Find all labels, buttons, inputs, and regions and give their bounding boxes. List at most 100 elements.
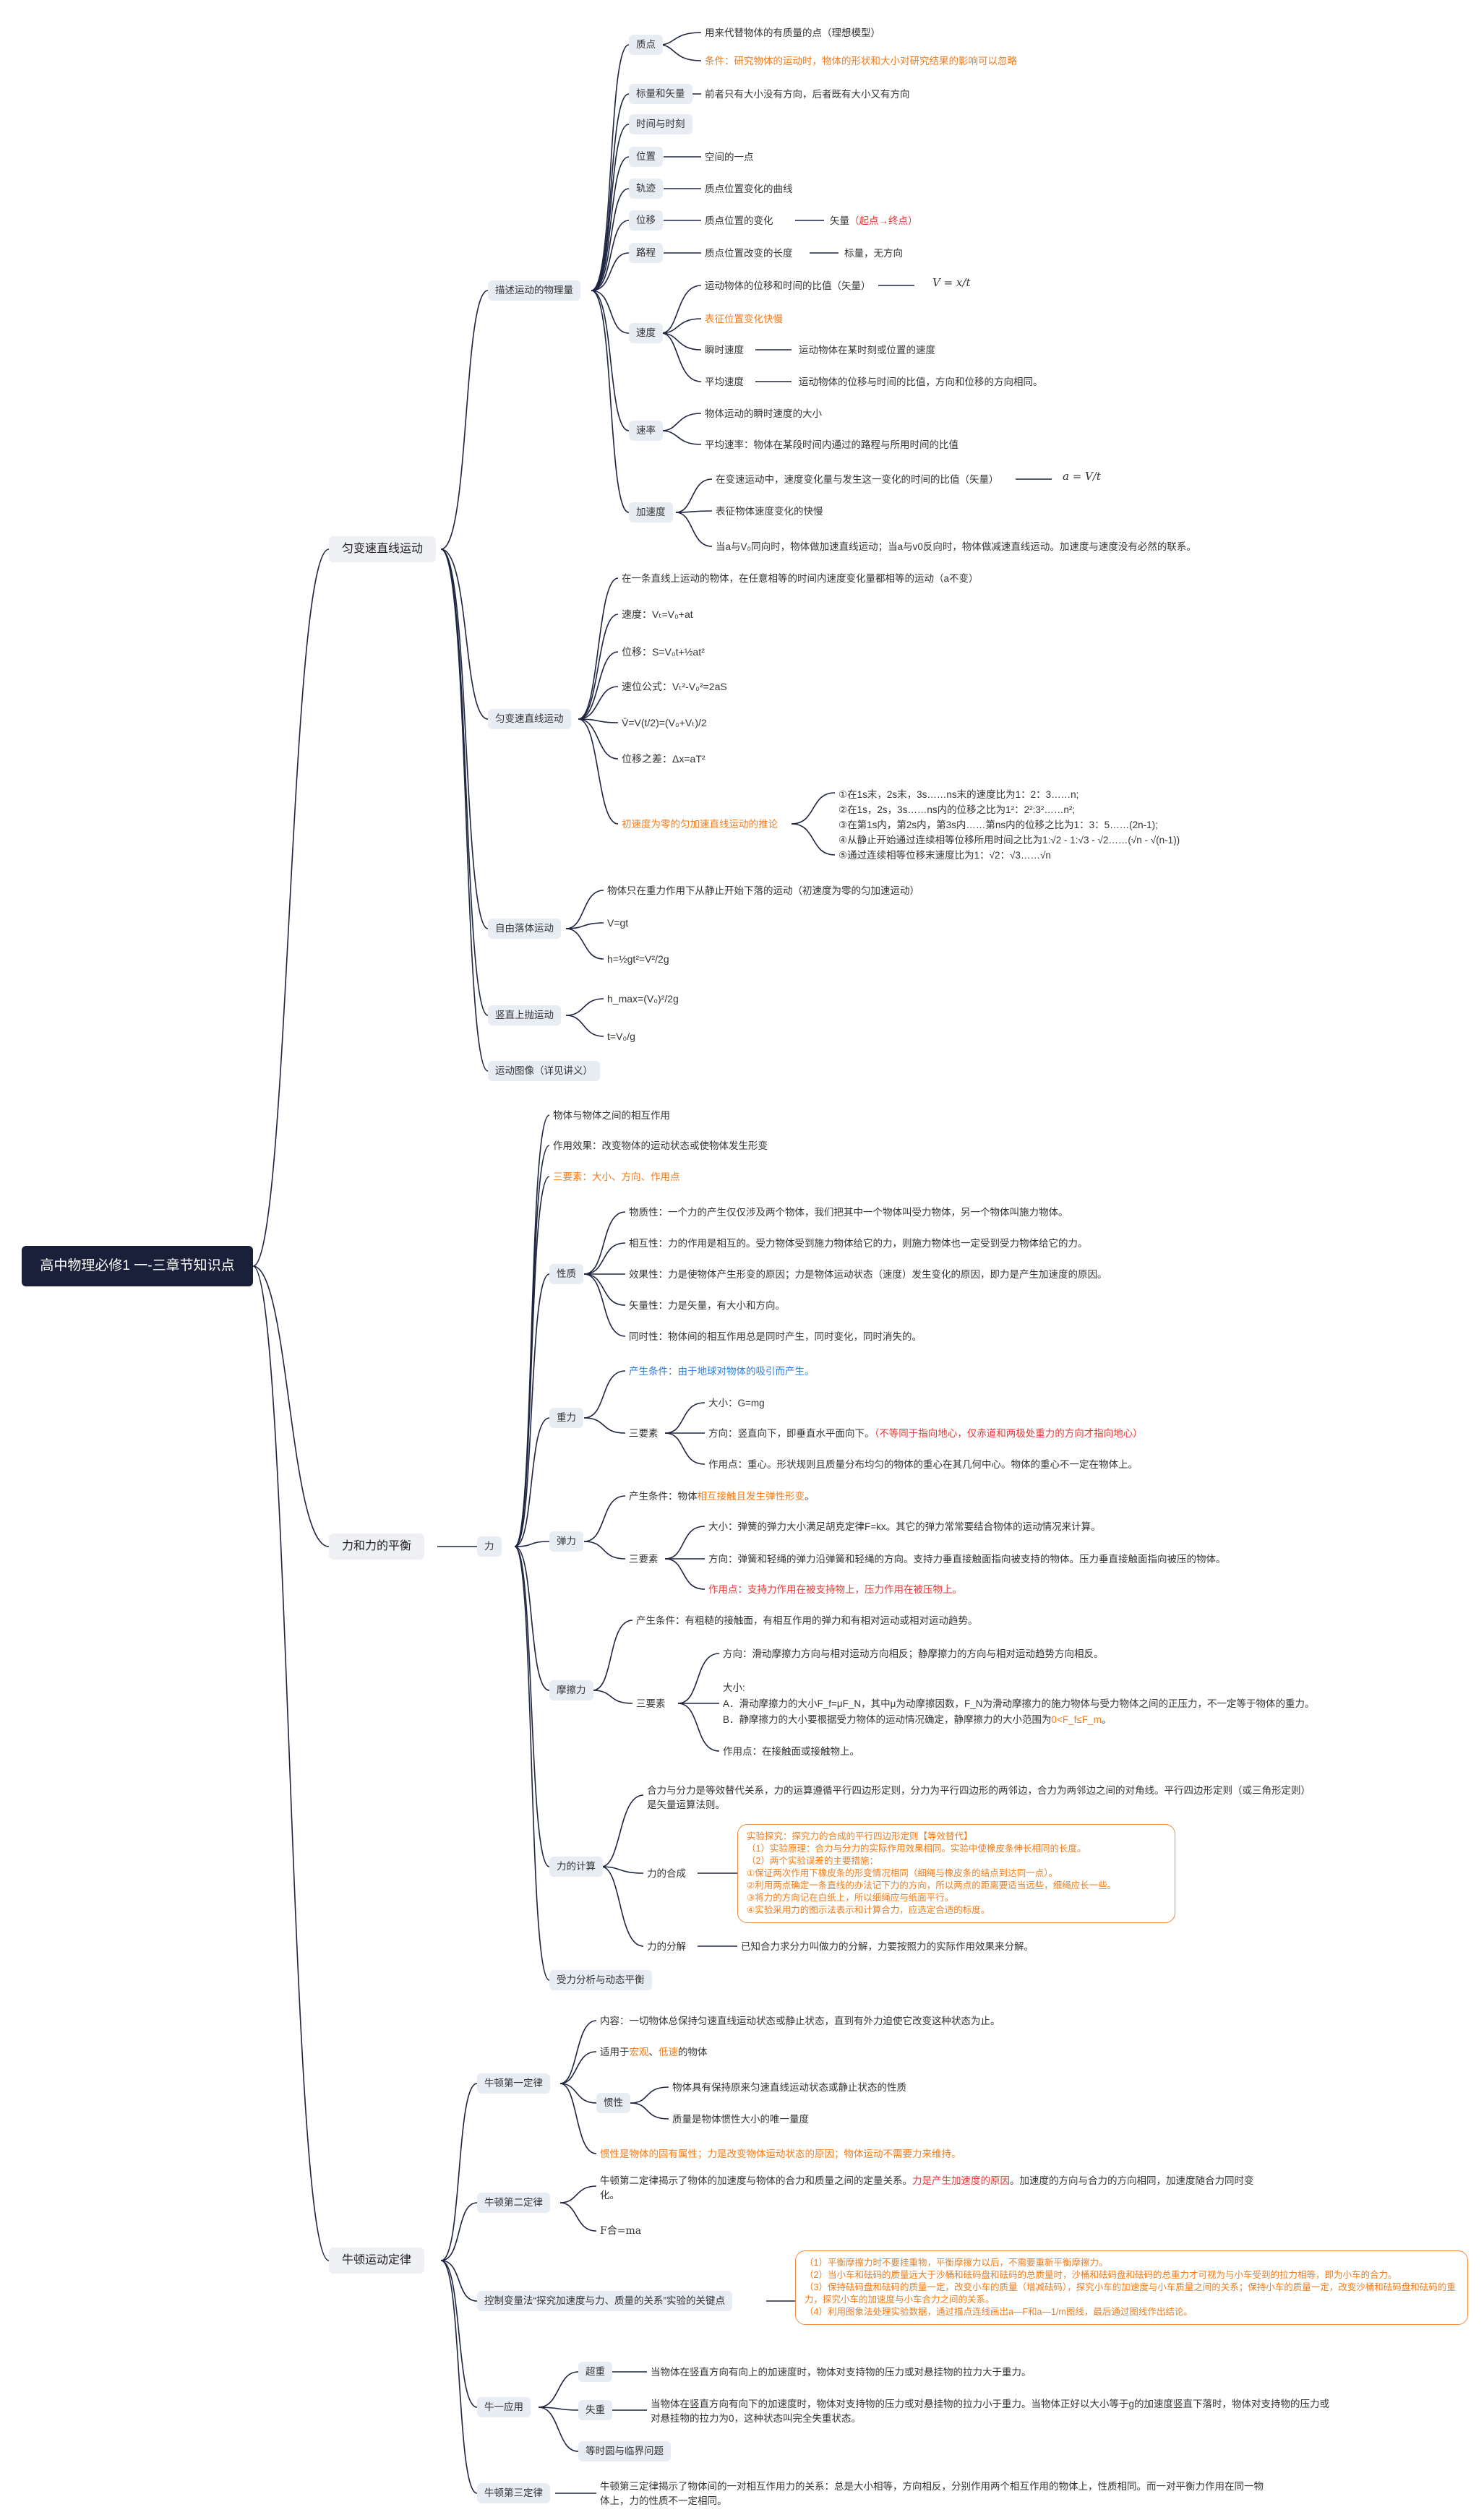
elastic-point: 作用点：支持力作用在被支持物上，压力作用在被压物上。	[708, 1584, 962, 1595]
node-force-analysis[interactable]: 受力分析与动态平衡	[549, 1970, 652, 1990]
node-scalar-vector[interactable]: 标量和矢量	[629, 84, 692, 104]
topic-uniform-linear[interactable]: 匀变速直线运动	[488, 709, 571, 729]
control-point-2: （2）当小车和砝码的质量远大于沙桶和砝码盘和砝码的总质量时，沙桶和砝码盘和砝码的…	[805, 2270, 1397, 2280]
weightless-text: 当物体在竖直方向有向下的加速度时，物体对支持物的压力或对悬挂物的拉力小于重力。当…	[651, 2399, 1330, 2424]
node-force-calculation[interactable]: 力的计算	[549, 1857, 603, 1877]
composition-measure-4: ④实验采用力的图示法表示和计算合力，应选定合适的标度。	[747, 1905, 990, 1915]
vertical-throw-max-height: h_max=(V₀)²/2g	[607, 993, 679, 1005]
zero-rule-3: ③在第1s内，第2s内，第3s内……第ns内的位移之比为1：3：5……(2n-1…	[838, 820, 1158, 830]
composition-experiment-title: 实验探究：探究力的合成的平行四边形定则【等效替代】	[747, 1831, 973, 1841]
chapter-newton-laws[interactable]: 牛顿运动定律	[329, 2248, 425, 2274]
node-particle[interactable]: 质点	[629, 35, 663, 55]
topic-motion-graphs[interactable]: 运动图像（详见讲义）	[488, 1061, 600, 1081]
chapter-uniform-motion[interactable]: 匀变速直线运动	[329, 536, 437, 562]
force-composition-label: 力的合成	[647, 1868, 686, 1879]
node-isochronous-circle[interactable]: 等时圆与临界问题	[578, 2441, 671, 2461]
friction-point: 作用点：在接触面或接触物上。	[723, 1746, 859, 1757]
first-law-applicable: 适用于宏观、低速的物体	[600, 2047, 708, 2057]
nature-material: 物质性：一个力的产生仅仅涉及两个物体，我们把其中一个物体叫受力物体，另一个物体叫…	[629, 1207, 1068, 1218]
node-newton-second-law[interactable]: 牛顿第二定律	[477, 2193, 550, 2213]
uniform-displacement-difference: 位移之差：Δx=aT²	[622, 753, 705, 765]
node-speed[interactable]: 速率	[629, 421, 663, 441]
node-position[interactable]: 位置	[629, 147, 663, 167]
node-newton-third-law[interactable]: 牛顿第三定律	[477, 2483, 550, 2503]
zero-rule-4: ④从静止开始通过连续相等位移所用时间之比为1:√2 - 1:√3 - √2……(…	[838, 835, 1180, 846]
node-newton-application[interactable]: 牛一应用	[477, 2397, 531, 2417]
node-gravity[interactable]: 重力	[549, 1408, 583, 1428]
node-acceleration[interactable]: 加速度	[629, 502, 673, 523]
nature-simultaneous: 同时性：物体间的相互作用总是同时产生，同时变化，同时消失的。	[629, 1331, 922, 1342]
node-weightless[interactable]: 失重	[578, 2400, 612, 2420]
path-scalar: 标量，无方向	[844, 248, 903, 259]
zero-initial-velocity-label: 初速度为零的匀加速直线运动的推论	[622, 819, 778, 830]
force-decomposition-text: 已知合力求分力叫做力的分解，力要按照力的实际作用效果来分解。	[741, 1941, 1034, 1952]
node-velocity[interactable]: 速度	[629, 323, 663, 343]
elastic-direction: 方向：弹簧和轻绳的弹力沿弹簧和轻绳的方向。支持力垂直接触面指向被支持的物体。压力…	[708, 1554, 1226, 1565]
node-path[interactable]: 路程	[629, 243, 663, 263]
particle-definition: 用来代替物体的有质量的点（理想模型）	[705, 27, 880, 38]
first-law-content: 内容：一切物体总保持匀速直线运动状态或静止状态，直到有外力迫使它改变这种状态为止…	[600, 2016, 1000, 2026]
node-control-variable-experiment[interactable]: 控制变量法“探究加速度与力、质量的关系”实验的关键点	[477, 2291, 732, 2311]
control-point-4: （4）利用图象法处理实验数据，通过描点连线画出a—F和a—1/m图线，最后通过图…	[805, 2307, 1193, 2317]
inertia-definition: 物体具有保持原来匀速直线运动状态或静止状态的性质	[672, 2082, 906, 2093]
velocity-formula: V = x/t	[932, 276, 971, 289]
force-definition: 物体与物体之间的相互作用	[553, 1110, 670, 1121]
velocity-average-label: 平均速度	[705, 377, 744, 387]
composition-measure-3: ③将力的方向记在白纸上，所以细绳应与纸面平行。	[747, 1893, 954, 1903]
vertical-throw-time: t=V₀/g	[607, 1031, 635, 1042]
velocity-instant-text: 运动物体在某时刻或位置的速度	[799, 345, 935, 356]
node-displacement[interactable]: 位移	[629, 210, 663, 231]
nature-effect: 效果性：力是使物体产生形变的原因；力是物体运动状态（速度）发生变化的原因，即力是…	[629, 1269, 1107, 1280]
scalar-vector-text: 前者只有大小没有方向，后者既有大小又有方向	[705, 89, 910, 100]
node-track[interactable]: 轨迹	[629, 179, 663, 199]
zero-rule-1: ①在1s末，2s末，3s……ns末的速度比为1：2：3……n;	[838, 789, 1079, 800]
node-friction[interactable]: 摩擦力	[549, 1680, 593, 1700]
node-overweight[interactable]: 超重	[578, 2362, 612, 2382]
zero-rule-2: ②在1s，2s，3s……ns内的位移之比为1²：2²:3²……n²;	[838, 804, 1076, 815]
speed-text-1: 物体运动的瞬时速度的大小	[705, 408, 822, 419]
velocity-instant-label: 瞬时速度	[705, 345, 744, 356]
node-force[interactable]: 力	[477, 1536, 502, 1557]
friction-size: 大小: A．滑动摩擦力的大小F_f=μF_N，其中μ为动摩擦因数，F_N为滑动摩…	[723, 1680, 1314, 1728]
gravity-three-elements: 三要素	[629, 1428, 659, 1439]
mindmap-root[interactable]: 高中物理必修1 一-三章节知识点	[22, 1246, 253, 1286]
gravity-point: 作用点：重心。形状规则且质量分布均匀的物体的重心在其几何中心。物体的重心不一定在…	[708, 1459, 1138, 1470]
position-text: 空间的一点	[705, 152, 754, 163]
acceleration-note: 当a与V₀同向时，物体做加速直线运动；当a与v0反向时，物体做减速直线运动。加速…	[716, 541, 1196, 552]
displacement-text: 质点位置的变化	[705, 215, 773, 226]
topic-free-fall[interactable]: 自由落体运动	[488, 919, 561, 939]
node-newton-first-law[interactable]: 牛顿第一定律	[477, 2073, 550, 2094]
node-force-nature[interactable]: 性质	[549, 1264, 583, 1284]
composition-measure-2: ②利用两点确定一条直线的办法记下力的方向，所以两点的距离要适当远些，细绳应长一些…	[747, 1880, 1117, 1891]
force-effect: 作用效果：改变物体的运动状态或使物体发生形变	[553, 1140, 768, 1151]
node-inertia[interactable]: 惯性	[596, 2093, 630, 2113]
force-calc-description: 合力与分力是等效替代关系，力的运算遵循平行四边形定则，分力为平行四边形的两邻边，…	[647, 1785, 1311, 1810]
inertia-measure: 质量是物体惯性大小的唯一量度	[672, 2114, 809, 2125]
uniform-velocity-displacement-formula: 速位公式：Vₜ²-V₀²=2aS	[622, 681, 727, 692]
gravity-cause: 产生条件：由于地球对物体的吸引而产生。	[629, 1366, 815, 1377]
third-law-text: 牛顿第三定律揭示了物体间的一对相互作用力的关系：总是大小相等，方向相反，分别作用…	[600, 2481, 1264, 2506]
velocity-definition: 运动物体的位移和时间的比值（矢量）	[705, 280, 871, 291]
displacement-vector: 矢量（起点→终点）	[830, 215, 918, 226]
topic-vertical-throw[interactable]: 竖直上抛运动	[488, 1005, 561, 1025]
path-text: 质点位置改变的长度	[705, 248, 793, 259]
zero-initial-velocity-rules: ①在1s末，2s末，3s……ns末的速度比为1：2：3……n; ②在1s，2s，…	[838, 787, 1180, 863]
particle-condition: 条件：研究物体的运动时，物体的形状和大小对研究结果的影响可以忽略	[705, 56, 1017, 66]
second-law-formula: F合=ma	[600, 2225, 642, 2237]
velocity-role: 表征位置变化快慢	[705, 314, 783, 324]
node-elastic-force[interactable]: 弹力	[549, 1531, 583, 1552]
friction-cause: 产生条件：有粗糙的接触面，有相互作用的弹力和有相对运动或相对运动趋势。	[636, 1615, 978, 1626]
chapter-force-balance[interactable]: 力和力的平衡	[329, 1534, 425, 1560]
force-decomposition-label: 力的分解	[647, 1941, 686, 1952]
node-time[interactable]: 时间与时刻	[629, 114, 692, 134]
friction-size-b: B．静摩擦力的大小要根据受力物体的运动情况确定，静摩擦力的大小范围为0<F_f≤…	[723, 1714, 1112, 1725]
control-point-1: （1）平衡摩擦力时不要挂重物，平衡摩擦力以后，不需要重新平衡摩擦力。	[805, 2258, 1108, 2268]
first-law-note: 惯性是物体的固有属性；力是改变物体运动状态的原因；物体运动不需要力来维持。	[600, 2149, 961, 2159]
topic-describe-motion[interactable]: 描述运动的物理量	[488, 280, 580, 301]
elastic-cause: 产生条件：物体相互接触且发生弹性形变。	[629, 1491, 815, 1502]
control-point-3: （3）保持砝码盘和砝码的质量一定，改变小车的质量（增减砝码），探究小车的加速度与…	[805, 2282, 1456, 2305]
uniform-definition: 在一条直线上运动的物体，在任意相等的时间内速度变化量都相等的运动（a不变）	[622, 573, 979, 584]
free-fall-velocity: V=gt	[607, 917, 629, 929]
elastic-three-elements: 三要素	[629, 1554, 659, 1565]
